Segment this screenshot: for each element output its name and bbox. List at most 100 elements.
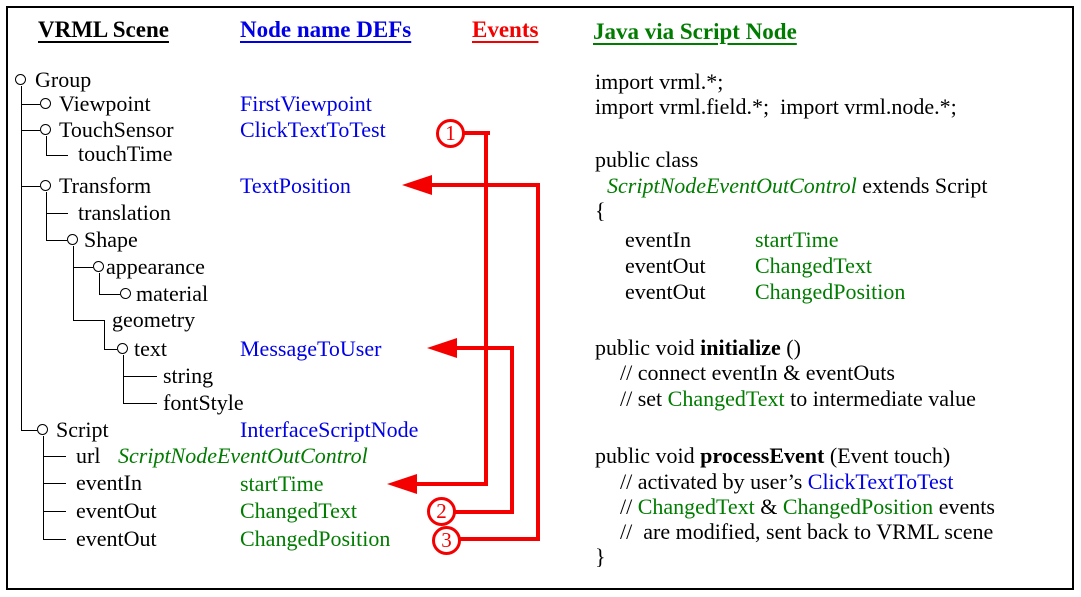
tree-label-appearance: appearance — [106, 254, 205, 279]
java-eventout1-label: eventOut — [625, 253, 706, 278]
def-interface-script-node: InterfaceScriptNode — [240, 417, 419, 442]
java-init-comment-2-post: to intermediate value — [784, 386, 976, 411]
tree-stem-script — [43, 436, 44, 539]
tree-line-appearance — [73, 267, 93, 268]
def-click-text-to-test: ClickTextToTest — [240, 117, 386, 142]
tree-line-eventout1 — [43, 511, 66, 512]
java-eventout2-value: ChangedPosition — [755, 279, 906, 304]
diagram-frame — [6, 6, 1074, 590]
tree-label-eventout2: eventOut — [76, 526, 157, 551]
tree-stem-appearance — [99, 273, 100, 294]
java-proc-comment-2-pre: // — [620, 494, 638, 519]
node-circle-viewpoint — [40, 98, 51, 109]
node-circle-touchsensor — [40, 124, 51, 135]
tree-label-transform: Transform — [59, 173, 152, 198]
script-eventin-value: startTime — [240, 471, 324, 496]
java-class-declaration: ScriptNodeEventOutControl extends Script — [607, 174, 987, 198]
java-import-2: import vrml.field.*; import vrml.node.*; — [595, 94, 957, 119]
def-text-position: TextPosition — [240, 173, 351, 198]
event-badge-1-number: 1 — [445, 121, 456, 145]
event3-line-horizontal-bottom — [460, 537, 540, 541]
java-init-comment-2-name: ChangedText — [667, 386, 785, 411]
java-eventout1-value: ChangedText — [755, 253, 872, 278]
tree-label-text: text — [134, 336, 167, 361]
java-proc-comment-2-mid: & — [754, 494, 783, 519]
event-badge-2-number: 2 — [436, 499, 447, 523]
tree-label-touchsensor: TouchSensor — [59, 117, 174, 142]
tree-label-geometry: geometry — [112, 307, 196, 332]
java-process-prefix: public void — [595, 443, 701, 468]
node-circle-group — [15, 74, 26, 85]
java-eventin-value: startTime — [755, 227, 839, 252]
tree-line-text — [104, 349, 117, 350]
event1-line-horizontal-bottom — [416, 482, 488, 486]
tree-label-eventin: eventIn — [76, 470, 142, 495]
event3-line-vertical — [536, 183, 540, 541]
tree-line-translation — [46, 213, 68, 214]
node-circle-script — [37, 424, 48, 435]
event1-line-horizontal-top — [464, 131, 490, 135]
tree-stem-text — [123, 355, 124, 403]
java-class-name: ScriptNodeEventOutControl — [607, 173, 857, 198]
tree-label-script: Script — [56, 417, 109, 442]
node-circle-appearance — [93, 261, 104, 272]
java-init-comment-1: // connect eventIn & eventOuts — [620, 360, 895, 385]
tree-label-string: string — [163, 363, 214, 388]
tree-line-touchsensor — [21, 130, 40, 131]
java-initialize-prefix: public void — [595, 335, 701, 360]
tree-line-string — [123, 376, 157, 377]
event-badge-1: 1 — [436, 119, 465, 148]
tree-line-main-stem — [21, 86, 22, 430]
tree-line-fontstyle — [123, 403, 157, 404]
java-public-class: public class — [595, 147, 699, 172]
java-import-1: import vrml.*; — [595, 69, 724, 94]
tree-label-material: material — [136, 281, 209, 306]
java-initialize-suffix: () — [780, 335, 801, 360]
event2-line-horizontal-top — [456, 346, 514, 350]
event-badge-3-number: 3 — [441, 528, 452, 552]
event2-arrowhead-messagetouser — [427, 338, 457, 358]
tree-label-viewpoint: Viewpoint — [59, 91, 151, 116]
java-process-suffix: (Event touch) — [824, 443, 951, 468]
tree-label-shape: Shape — [84, 227, 138, 252]
def-message-to-user: MessageToUser — [240, 336, 382, 361]
java-close-brace: } — [595, 544, 606, 569]
java-init-comment-2-pre: // set — [620, 386, 668, 411]
tree-line-eventout2 — [43, 539, 66, 540]
event-badge-2: 2 — [427, 497, 456, 526]
event2-line-vertical — [510, 346, 514, 514]
header-events: Events — [472, 17, 539, 42]
tree-stem-geometry — [104, 320, 105, 349]
tree-label-eventout1: eventOut — [76, 498, 157, 523]
tree-line-transform — [21, 186, 40, 187]
java-initialize-signature: public void initialize () — [595, 336, 801, 360]
tree-line-touchtime — [46, 155, 68, 156]
java-proc-comment-2: // ChangedText & ChangedPosition events — [620, 495, 995, 519]
java-proc-comment-2-post: events — [933, 494, 995, 519]
event1-line-vertical — [484, 131, 488, 486]
tree-line-script — [21, 430, 37, 431]
java-open-brace: { — [595, 198, 606, 223]
header-vrml-scene: VRML Scene — [38, 17, 169, 42]
tree-label-url: url — [76, 443, 101, 468]
java-proc-comment-1-name: ClickTextToTest — [807, 469, 954, 494]
node-circle-material — [120, 288, 131, 299]
java-process-name: processEvent — [700, 443, 825, 468]
java-eventin-label: eventIn — [625, 227, 691, 252]
event3-arrowhead-textposition — [402, 175, 432, 195]
header-node-name-defs: Node name DEFs — [240, 17, 412, 42]
tree-line-shape — [46, 240, 67, 241]
script-eventout2-value: ChangedPosition — [240, 526, 391, 551]
node-circle-text — [117, 343, 128, 354]
tree-stem-shape — [73, 246, 74, 320]
java-proc-comment-3: // are modified, sent back to VRML scene — [620, 519, 994, 544]
tree-line-geometry — [73, 320, 104, 321]
tree-stem-transform — [46, 192, 47, 240]
java-eventout2-label: eventOut — [625, 279, 706, 304]
event3-line-horizontal-top — [432, 183, 540, 187]
java-initialize-name: initialize — [700, 335, 781, 360]
java-proc-comment-2-name1: ChangedText — [637, 494, 755, 519]
tree-label-touchtime: touchTime — [78, 141, 173, 166]
script-url-value: ScriptNodeEventOutControl — [118, 443, 368, 468]
